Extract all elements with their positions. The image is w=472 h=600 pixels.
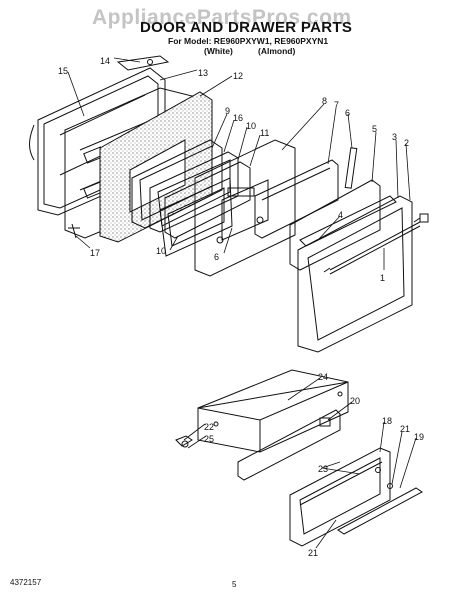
outer-door-panel (297, 195, 429, 353)
callout-18: 18 (382, 416, 392, 426)
drawer-front-frame (237, 409, 341, 481)
door-screw (68, 223, 80, 239)
watermark-text: AppliancePartsPros.com (92, 6, 352, 29)
callout-14: 14 (100, 56, 110, 66)
door-inner-panel (194, 139, 296, 277)
callout-11: 11 (260, 128, 269, 138)
door-gasket (299, 195, 397, 247)
glass-retainer (159, 177, 233, 257)
diagram-title: DOOR AND DRAWER PARTS (140, 19, 353, 36)
drawer-callouts: 24 20 18 21 19 22 25 23 21 (204, 372, 424, 558)
page-number: 5 (232, 580, 237, 589)
callout-5: 5 (372, 124, 377, 134)
callout-2: 2 (404, 138, 409, 148)
callout-23: 23 (318, 464, 328, 474)
drawer-glide-hardware (175, 435, 393, 489)
door-bracket (344, 147, 358, 189)
drawer-liner (197, 369, 349, 453)
callout-6: 6 (345, 108, 350, 118)
door-callouts: 14 15 13 12 9 16 10 11 8 7 6 5 3 2 4 10 … (58, 56, 409, 283)
callout-25: 25 (204, 434, 214, 444)
callout-9: 9 (225, 106, 230, 116)
door-hinge (116, 55, 170, 71)
callout-22: 22 (204, 422, 214, 432)
callout-21-lower: 21 (308, 548, 318, 558)
leader-lines (67, 57, 417, 549)
callout-4: 4 (338, 210, 343, 220)
drawer-trim-strip (337, 487, 423, 535)
callout-21: 21 (400, 424, 410, 434)
callout-6-lower: 6 (214, 252, 219, 262)
door-panel-sheet (289, 179, 381, 271)
callout-13: 13 (198, 68, 208, 78)
callout-15: 15 (58, 66, 68, 76)
callout-3: 3 (392, 132, 397, 142)
door-window-glass (254, 159, 339, 239)
drawer-front-panel (289, 447, 391, 547)
callout-1: 1 (380, 273, 385, 283)
document-number: 4372157 (10, 578, 42, 587)
callout-10: 10 (246, 121, 256, 131)
callout-24: 24 (318, 372, 328, 382)
model-line: For Model: RE960PXYW1, RE960PXYN1 (168, 36, 329, 46)
callout-16: 16 (233, 113, 243, 123)
callout-19: 19 (414, 432, 424, 442)
callout-7: 7 (334, 100, 339, 110)
variant-white: (White) (204, 46, 233, 56)
variant-almond: (Almond) (258, 46, 296, 56)
callout-20: 20 (350, 396, 360, 406)
callout-10-lower: 10 (156, 246, 166, 256)
callout-8: 8 (322, 96, 327, 106)
callout-17: 17 (90, 248, 100, 258)
callout-12: 12 (233, 71, 243, 81)
